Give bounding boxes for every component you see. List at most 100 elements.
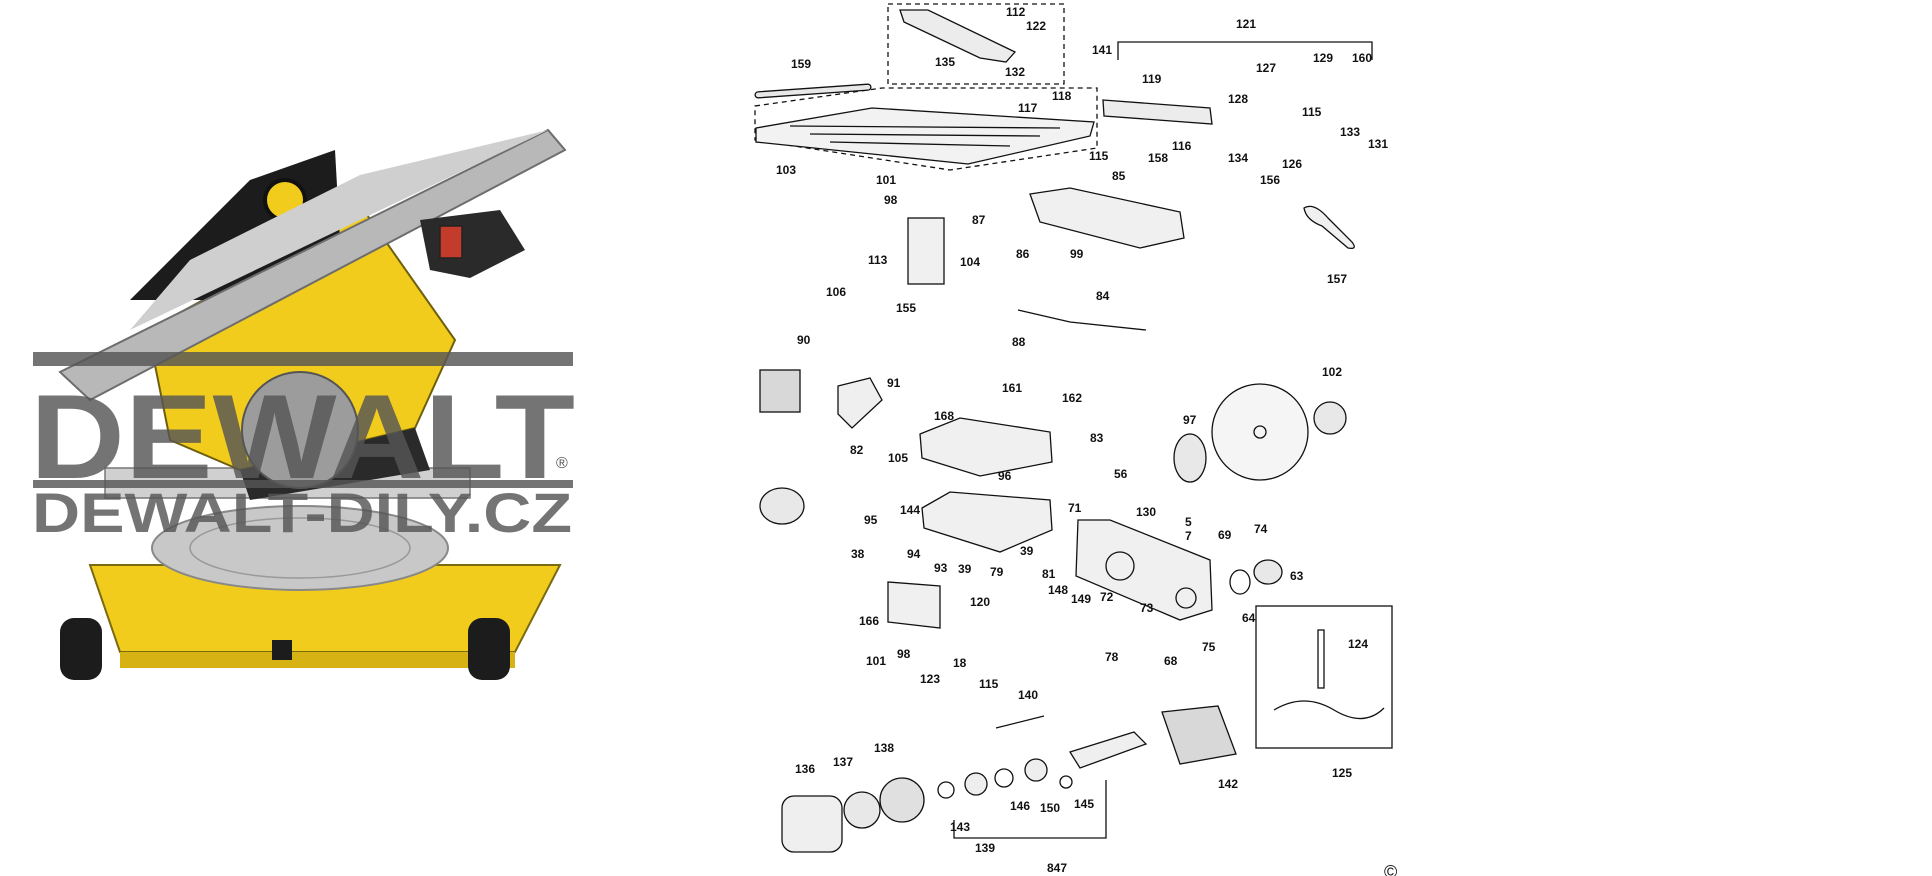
part-label-98: 98 [897,647,911,661]
bracket-847 [953,780,1107,839]
washer-150 [1024,758,1048,782]
bearing-138 [879,777,925,823]
part-label-162: 162 [1062,391,1082,405]
switch [439,225,463,259]
capacitor-89 [759,487,805,525]
watermark-band-mid [33,480,573,488]
part-label-93: 93 [934,561,948,575]
part-label-68: 68 [1164,654,1178,668]
part-label-75: 75 [1202,640,1216,654]
part-label-135: 135 [935,55,955,69]
part-label-115: 115 [1089,149,1109,163]
part-label-86: 86 [1016,247,1030,261]
part-label-81: 81 [1042,567,1056,581]
washer-146 [994,768,1014,788]
part-label-18: 18 [953,656,967,670]
flange-97 [1173,433,1207,483]
part-label-56: 56 [1114,467,1128,481]
part-label-127: 127 [1256,61,1276,75]
part-label-83: 83 [1090,431,1104,445]
part-label-91: 91 [887,376,901,390]
part-label-160: 160 [1352,51,1372,65]
bearing-137 [843,791,881,829]
part-label-104: 104 [960,255,980,269]
part-label-148: 148 [1048,583,1068,597]
part-label-79: 79 [990,565,1004,579]
part-label-87: 87 [972,213,986,227]
bracket-123 [887,581,941,629]
part-label-131: 131 [1368,137,1388,151]
part-label-73: 73 [1140,601,1154,615]
part-label-129: 129 [1313,51,1333,65]
part-label-150: 150 [1040,801,1060,815]
watermark-site: DEWALT-DILY.CZ [32,481,572,544]
part-label-126: 126 [1282,157,1302,171]
bracket-121 [1117,41,1373,60]
part-label-71: 71 [1068,501,1082,515]
part-label-144: 144 [900,503,920,517]
copyright-mark: © [1384,862,1397,876]
saw-blade-102 [1211,383,1309,481]
part-label-166: 166 [859,614,879,628]
part-label-132: 132 [1005,65,1025,79]
part-label-156: 156 [1260,173,1280,187]
part-label-149: 149 [1071,592,1091,606]
group-box-103 [754,87,1098,171]
handle [420,210,525,278]
part-label-63: 63 [1290,569,1304,583]
part-label-143: 143 [950,820,970,834]
part-label-84: 84 [1096,289,1110,303]
part-label-141: 141 [1092,43,1112,57]
part-label-90: 90 [797,333,811,347]
rod-84 [1017,309,1147,331]
part-label-123: 123 [920,672,940,686]
part-label-94: 94 [907,547,921,561]
part-label-159: 159 [791,57,811,71]
part-label-136: 136 [795,762,815,776]
part-label-118: 118 [1052,89,1072,103]
part-label-96: 96 [998,469,1012,483]
part-label-168: 168 [934,409,954,423]
part-label-72: 72 [1100,590,1114,604]
foot-right [468,618,510,680]
part-label-146: 146 [1010,799,1030,813]
turntable-inner [189,517,411,579]
part-label-38: 38 [851,547,865,561]
part-label-125: 125 [1332,766,1352,780]
part-label-138: 138 [874,741,894,755]
armature-847 [1069,731,1148,769]
washer-139 [964,772,988,796]
part-label-82: 82 [850,443,864,457]
part-label-130: 130 [1136,505,1156,519]
part-label-139: 139 [975,841,995,855]
part-label-124: 124 [1348,637,1368,651]
group-box-141 [887,3,1065,85]
cover-83 [919,417,1053,477]
rail-119 [1102,99,1213,125]
saw-base-front [120,652,515,668]
part-label-101: 101 [866,654,886,668]
part-label-103: 103 [776,163,796,177]
product-photo: DEWALT ® DEWALT-DILY.CZ [30,128,575,680]
rod-140 [995,715,1045,729]
part-label-78: 78 [1105,650,1119,664]
part-label-95: 95 [864,513,878,527]
part-label-97: 97 [1183,413,1197,427]
table-top-surface [130,130,548,330]
part-label-120: 120 [970,595,990,609]
part-label-106: 106 [826,285,846,299]
switch-cover-91 [837,377,883,429]
part-label-122: 122 [1026,19,1046,33]
registered-mark: ® [556,455,568,472]
bracket-85 [1029,187,1185,249]
part-label-155: 155 [896,301,916,315]
sleeve-124 [1317,629,1325,689]
part-label-115: 115 [1302,105,1322,119]
table-top [58,128,567,402]
part-label-105: 105 [888,451,908,465]
part-label-99: 99 [1070,247,1084,261]
part-label-39: 39 [958,562,972,576]
part-label-101: 101 [876,173,896,187]
part-label-134: 134 [1228,151,1248,165]
wrench-157 [1303,205,1355,250]
